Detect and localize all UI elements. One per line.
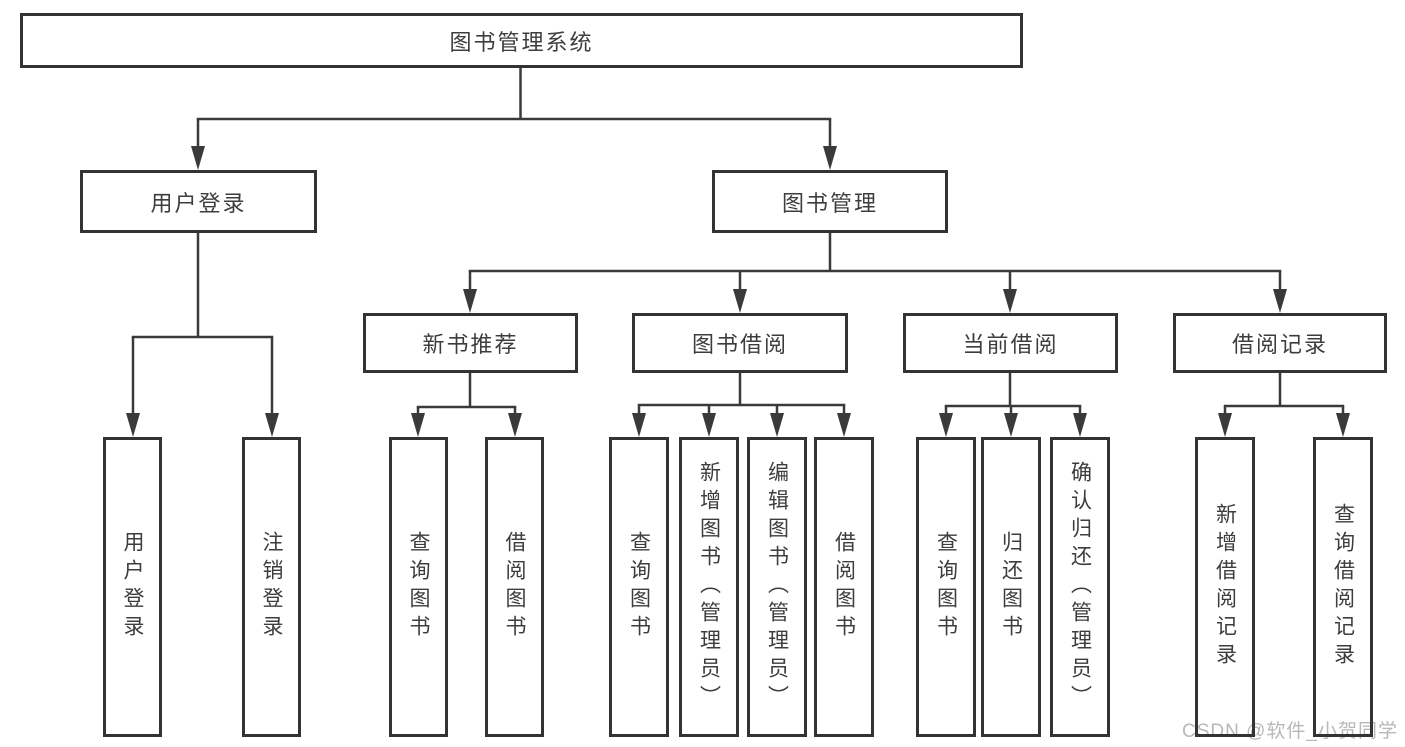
leaf-confirm-return-admin: 确认归还（管理员） — [1050, 437, 1110, 737]
leaf-label: 借阅图书 — [503, 531, 526, 643]
node-book-borrow: 图书借阅 — [632, 313, 848, 373]
connector-book-borrow-to-leaves — [632, 373, 851, 437]
node-label: 图书管理 — [781, 190, 878, 216]
leaf-return-books: 归还图书 — [981, 437, 1041, 737]
leaf-label: 用户登录 — [121, 531, 144, 643]
leaf-logout: 注销登录 — [242, 437, 301, 737]
leaf-label: 注销登录 — [260, 531, 283, 643]
leaf-label: 归还图书 — [999, 531, 1023, 643]
node-user-login: 用户登录 — [80, 170, 317, 233]
node-new-book-recommend: 新书推荐 — [363, 313, 578, 373]
connector-book-management-to-level3 — [463, 233, 1287, 313]
leaf-query-books-recommend: 查询图书 — [389, 437, 448, 737]
leaf-query-books-current: 查询图书 — [916, 437, 976, 737]
leaf-label: 查询图书 — [627, 531, 651, 643]
leaf-label: 确认归还（管理员） — [1068, 461, 1092, 713]
node-label: 新书推荐 — [422, 332, 519, 357]
leaf-add-books-admin: 新增图书（管理员） — [679, 437, 739, 737]
node-book-management-system: 图书管理系统 — [20, 13, 1023, 68]
leaf-label: 借阅图书 — [832, 531, 856, 643]
leaf-add-borrow-record: 新增借阅记录 — [1195, 437, 1255, 737]
leaf-user-login: 用户登录 — [103, 437, 162, 737]
leaf-label: 编辑图书（管理员） — [765, 461, 789, 713]
leaf-label: 查询图书 — [934, 531, 958, 643]
node-borrow-records: 借阅记录 — [1173, 313, 1387, 373]
connector-borrow-records-to-leaves — [1218, 373, 1350, 437]
leaf-edit-books-admin: 编辑图书（管理员） — [747, 437, 807, 737]
node-label: 当前借阅 — [962, 332, 1059, 357]
leaf-label: 新增图书（管理员） — [697, 461, 721, 713]
leaf-query-books-borrow: 查询图书 — [609, 437, 669, 737]
leaf-label: 查询借阅记录 — [1331, 503, 1355, 671]
node-label: 借阅记录 — [1231, 332, 1328, 357]
leaf-label: 新增借阅记录 — [1213, 503, 1237, 671]
leaf-borrow-books-recommend: 借阅图书 — [485, 437, 544, 737]
node-book-management: 图书管理 — [712, 170, 948, 233]
connector-user-login-to-leaves — [126, 233, 279, 437]
node-current-borrow: 当前借阅 — [903, 313, 1118, 373]
leaf-query-borrow-record: 查询借阅记录 — [1313, 437, 1373, 737]
connector-current-borrow-to-leaves — [939, 373, 1087, 437]
node-label: 图书借阅 — [691, 332, 788, 357]
leaf-borrow-books: 借阅图书 — [814, 437, 874, 737]
connector-new-books-to-leaves — [411, 373, 522, 437]
node-label: 图书管理系统 — [449, 29, 594, 55]
node-label: 用户登录 — [150, 190, 247, 216]
leaf-label: 查询图书 — [407, 531, 430, 643]
connector-root-to-level2 — [191, 68, 837, 170]
